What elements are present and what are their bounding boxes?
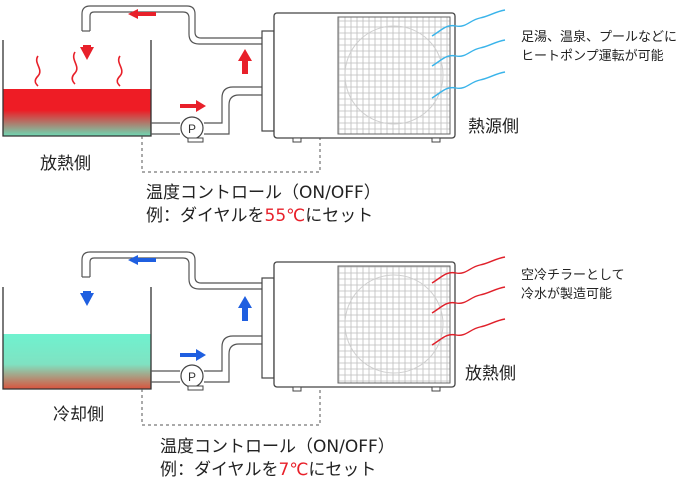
fan-grill bbox=[337, 16, 451, 135]
cold-tank-label: 冷却側 bbox=[53, 405, 104, 425]
setting-suffix: にセット bbox=[308, 460, 377, 480]
pump-icon-cold: P bbox=[180, 364, 204, 391]
cold-water bbox=[3, 334, 151, 389]
steam-icon bbox=[34, 51, 123, 87]
control-line-hot bbox=[141, 136, 321, 173]
flow-arrow-right-cold bbox=[180, 349, 206, 361]
return-pipe-hot bbox=[81, 5, 268, 45]
flow-arrow-right-hot bbox=[180, 100, 206, 112]
air-wave-icon-red bbox=[431, 256, 506, 346]
heat-release-label: 放熱側 bbox=[465, 364, 516, 384]
cold-tank bbox=[2, 287, 152, 390]
flow-arrow-down-cold bbox=[80, 291, 94, 306]
hot-tank bbox=[2, 40, 152, 137]
fan-grill bbox=[337, 265, 451, 384]
hot-note-line-2: ヒートポンプ運転が可能 bbox=[521, 49, 664, 64]
pump-letter: P bbox=[188, 370, 196, 384]
flow-arrow-down-hot bbox=[80, 45, 94, 60]
hot-section: P bbox=[2, 5, 506, 173]
cold-note-line-1: 空冷チラーとして bbox=[521, 268, 625, 283]
setting-suffix: にセット bbox=[305, 206, 374, 226]
cold-control-label: 温度コントロール（ON/OFF） bbox=[160, 437, 395, 457]
flow-arrow-left-cold bbox=[128, 255, 156, 265]
heat-source-label: 熱源側 bbox=[468, 117, 519, 137]
return-pipe-cold bbox=[81, 251, 268, 290]
hot-control-label: 温度コントロール（ON/OFF） bbox=[146, 183, 381, 203]
hot-water bbox=[3, 89, 151, 136]
hot-setting-example: 例：ダイヤルを55℃にセット bbox=[146, 206, 373, 227]
hot-note-line-1: 足湯、温泉、プールなどに bbox=[521, 30, 678, 45]
setting-value: 7℃ bbox=[278, 460, 309, 480]
flow-arrow-up-hot bbox=[238, 49, 252, 74]
setting-prefix: 例：ダイヤルを bbox=[160, 460, 279, 480]
cold-section: P bbox=[2, 251, 506, 426]
heat-pump-unit-cold bbox=[261, 261, 456, 392]
heat-pump-unit-hot bbox=[261, 12, 456, 143]
supply-pipe-cold bbox=[151, 335, 268, 383]
flow-arrow-up-cold bbox=[238, 296, 252, 321]
flow-arrow-left-hot bbox=[128, 9, 156, 19]
setting-value: 55℃ bbox=[264, 206, 306, 226]
pump-icon-hot: P bbox=[180, 116, 204, 143]
supply-pipe-hot bbox=[151, 86, 268, 135]
cold-note-line-2: 冷水が製造可能 bbox=[521, 287, 613, 302]
setting-prefix: 例：ダイヤルを bbox=[146, 206, 265, 226]
pump-letter: P bbox=[188, 122, 196, 136]
air-wave-icon-blue bbox=[431, 9, 506, 99]
control-line-cold bbox=[141, 389, 321, 426]
cold-setting-example: 例：ダイヤルを7℃にセット bbox=[160, 460, 376, 481]
hot-tank-label: 放熱側 bbox=[40, 154, 91, 174]
